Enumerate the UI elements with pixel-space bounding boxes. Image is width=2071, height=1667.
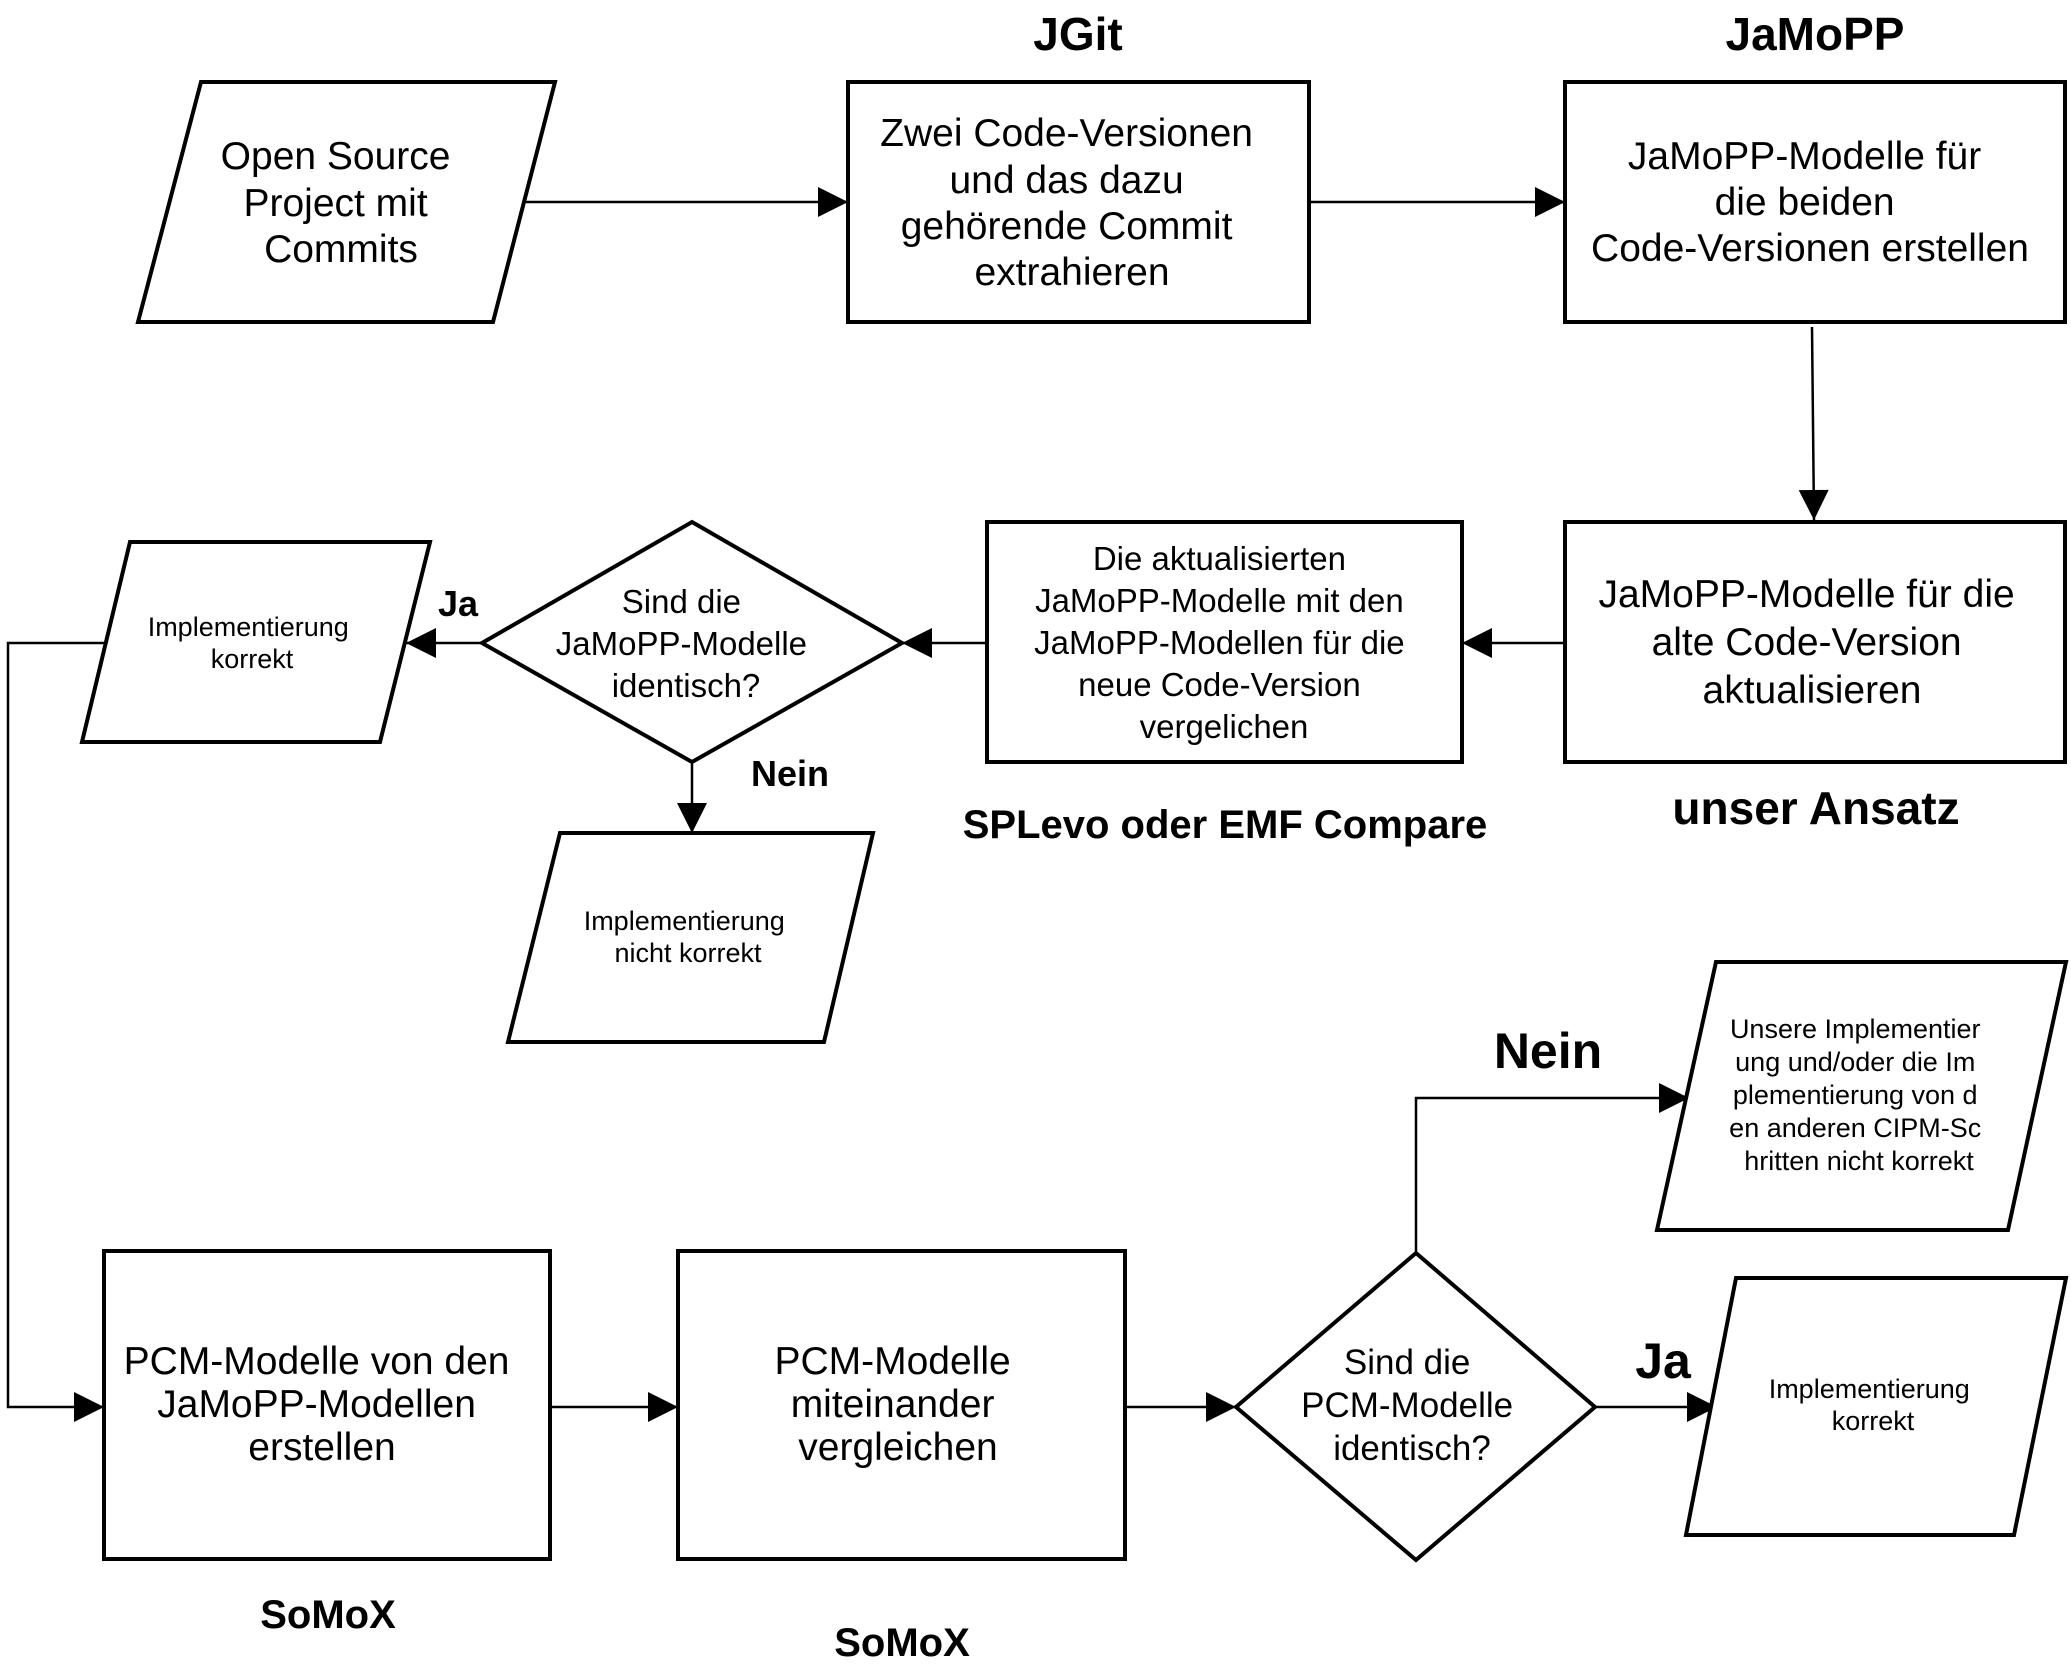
node-impl-incorrect-2-shape xyxy=(1654,960,2069,1232)
node-impl-incorrect-1-text: Implementierung nicht korrekt xyxy=(584,906,793,968)
text-line: vergelichen xyxy=(1140,708,1309,745)
text-line: ung und/oder die Im xyxy=(1735,1047,1975,1077)
node-impl-correct-2-text: Implementierung korrekt xyxy=(1769,1374,1978,1436)
edges xyxy=(6,187,1829,1422)
node-impl-correct-2-shape xyxy=(1683,1276,2069,1537)
text-line: extrahieren xyxy=(974,251,1169,294)
text-line: Zwei Code-Versionen xyxy=(880,112,1253,155)
text-line: en anderen CIPM-Sc xyxy=(1729,1113,1981,1143)
node-extract-shape xyxy=(846,80,1311,324)
text-line: korrekt xyxy=(211,644,294,674)
text-line: JaMoPP-Modelle mit den xyxy=(1035,582,1404,619)
tool-label-jamopp: JaMoPP xyxy=(1726,8,1905,60)
tool-label-somox-1: SoMoX xyxy=(260,1593,396,1637)
text-line: und das dazu xyxy=(949,159,1183,202)
text-line: vergleichen xyxy=(798,1426,997,1469)
edge-correct-to-create-pcm xyxy=(6,641,106,1422)
node-compare-jamopp-text: Die aktualisierten JaMoPP-Modelle mit de… xyxy=(1034,540,1414,745)
node-update-jamopp-shape xyxy=(1563,520,2067,764)
node-create-pcm-text: PCM-Modelle von den JaMoPP-Modellen erst… xyxy=(124,1340,521,1469)
text-line: nicht korrekt xyxy=(614,938,762,968)
text-line: plementierung von d xyxy=(1733,1080,1978,1110)
tool-label-unser-ansatz: unser Ansatz xyxy=(1672,782,1959,834)
text-line: Die aktualisierten xyxy=(1093,540,1346,577)
text-line: JaMoPP-Modelle für xyxy=(1628,135,1981,178)
text-line: Commits xyxy=(264,228,418,271)
text-line: aktualisieren xyxy=(1703,669,1922,712)
text-line: gehörende Commit xyxy=(901,205,1233,248)
text-line: Project mit xyxy=(243,182,427,225)
tool-labels: JGit JaMoPP unser Ansatz SPLevo oder EMF… xyxy=(260,8,1959,1665)
text-line: identisch? xyxy=(1333,1429,1491,1468)
node-compare-pcm-text: PCM-Modelle miteinander vergleichen xyxy=(774,1340,1021,1469)
edge-label-ja-1: Ja xyxy=(438,583,479,624)
node-create-pcm-shape xyxy=(102,1249,552,1561)
edge-labels: Ja Nein Nein Ja xyxy=(438,583,1692,1389)
text-line: hritten nicht korrekt xyxy=(1744,1146,1974,1176)
text-line: miteinander xyxy=(791,1383,995,1426)
text-line: die beiden xyxy=(1715,181,1895,224)
text-line: PCM-Modelle xyxy=(774,1340,1010,1383)
text-line: JaMoPP-Modellen xyxy=(157,1383,476,1426)
edge-decision-pcm-nein xyxy=(1414,1083,1689,1253)
text-line: neue Code-Version xyxy=(1078,666,1361,703)
node-texts: Open Source Project mit Commits Zwei Cod… xyxy=(124,112,2029,1469)
node-impl-incorrect-2-text: Unsere Implementier ung und/oder die Im … xyxy=(1729,1014,1989,1176)
text-line: Code-Versionen erstellen xyxy=(1591,227,2029,270)
tool-label-somox-2: SoMoX xyxy=(834,1621,970,1665)
text-line: JaMoPP-Modellen für die xyxy=(1034,624,1405,661)
tool-label-jgit: JGit xyxy=(1033,8,1122,60)
node-create-jamopp-shape xyxy=(1563,80,2067,324)
text-line: korrekt xyxy=(1832,1406,1915,1436)
node-compare-pcm-shape xyxy=(676,1249,1127,1561)
text-line: identisch? xyxy=(612,667,761,704)
text-line: Open Source xyxy=(221,135,451,178)
text-line: JaMoPP-Modelle xyxy=(556,625,807,662)
text-line: Sind die xyxy=(1344,1343,1470,1382)
text-line: alte Code-Version xyxy=(1652,621,1962,664)
text-line: Unsere Implementier xyxy=(1730,1014,1981,1044)
node-decision-jamopp-text: Sind die JaMoPP-Modelle identisch? xyxy=(556,583,816,704)
edge-create-to-update-jamopp xyxy=(1798,326,1829,521)
node-update-jamopp-text: JaMoPP-Modelle für die alte Code-Version… xyxy=(1598,573,2025,712)
text-line: Implementierung xyxy=(148,612,349,642)
text-line: PCM-Modelle xyxy=(1301,1386,1513,1425)
tool-label-compare: SPLevo oder EMF Compare xyxy=(963,803,1488,847)
node-impl-correct-1-text: Implementierung korrekt xyxy=(148,612,357,674)
text-line: Sind die xyxy=(622,583,741,620)
node-compare-jamopp-shape xyxy=(985,520,1464,764)
text-line: Implementierung xyxy=(584,906,785,936)
edge-label-nein-1: Nein xyxy=(751,753,829,794)
node-decision-pcm-shape xyxy=(1232,1250,1599,1563)
text-line: PCM-Modelle von den xyxy=(124,1340,510,1383)
node-impl-correct-1-shape xyxy=(79,540,433,744)
node-extract-text: Zwei Code-Versionen und das dazu gehören… xyxy=(880,112,1264,294)
edge-label-nein-2: Nein xyxy=(1494,1023,1602,1079)
node-decision-jamopp-shape xyxy=(477,519,907,765)
text-line: JaMoPP-Modelle für die xyxy=(1598,573,2014,616)
node-decision-pcm-text: Sind die PCM-Modelle identisch? xyxy=(1301,1343,1523,1468)
node-open-source-shape xyxy=(135,80,558,324)
node-open-source-text: Open Source Project mit Commits xyxy=(221,135,462,271)
text-line: erstellen xyxy=(248,1426,395,1469)
node-create-jamopp-text: JaMoPP-Modelle für die beiden Code-Versi… xyxy=(1591,135,2029,270)
edge-label-ja-2: Ja xyxy=(1635,1333,1692,1389)
shapes xyxy=(79,80,2069,1563)
text-line: Implementierung xyxy=(1769,1374,1970,1404)
node-impl-incorrect-1-shape xyxy=(505,831,876,1044)
